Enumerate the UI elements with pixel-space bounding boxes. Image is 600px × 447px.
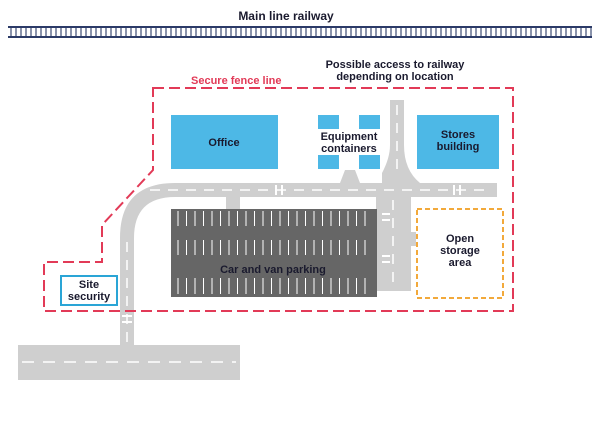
railway-label: Main line railway [238, 9, 334, 23]
storage-label-line1: Open [446, 233, 474, 245]
equipment-containers [318, 115, 380, 169]
container [359, 155, 380, 169]
secure-fence-line [43, 87, 514, 312]
parking-label: Car and van parking [220, 264, 326, 276]
road-markings [22, 105, 490, 363]
stores-label-line2: building [437, 141, 480, 153]
security-label-line2: security [68, 291, 111, 303]
railway-access-note-line2: depending on location [336, 71, 454, 83]
stores-label-line1: Stores [441, 129, 475, 141]
parking-bay-markings [177, 211, 366, 294]
storage-label-line3: area [449, 257, 473, 269]
office-label: Office [208, 137, 239, 149]
parking-entrance [226, 183, 240, 210]
container [318, 155, 339, 169]
equipment-label-line1: Equipment [321, 131, 378, 143]
office-building [171, 115, 278, 169]
container-spur [340, 170, 360, 183]
stores-building [417, 115, 499, 169]
container [318, 115, 339, 129]
storage-entrance [376, 232, 416, 246]
fence-crossing-marks [122, 185, 461, 323]
access-road [120, 183, 497, 345]
security-label-line1: Site [79, 279, 99, 291]
car-and-van-parking [171, 209, 377, 297]
equipment-label-line2: containers [321, 143, 377, 155]
container [359, 115, 380, 129]
storage-label-line2: storage [440, 245, 480, 257]
site-security-hut [60, 275, 118, 306]
railway-access-note-line1: Possible access to railway [326, 59, 466, 71]
rail-sleepers [8, 26, 592, 38]
railway-access-road [382, 100, 420, 183]
main-line-railway [8, 26, 592, 38]
fence-label: Secure fence line [191, 75, 282, 87]
open-storage-area [416, 208, 504, 299]
